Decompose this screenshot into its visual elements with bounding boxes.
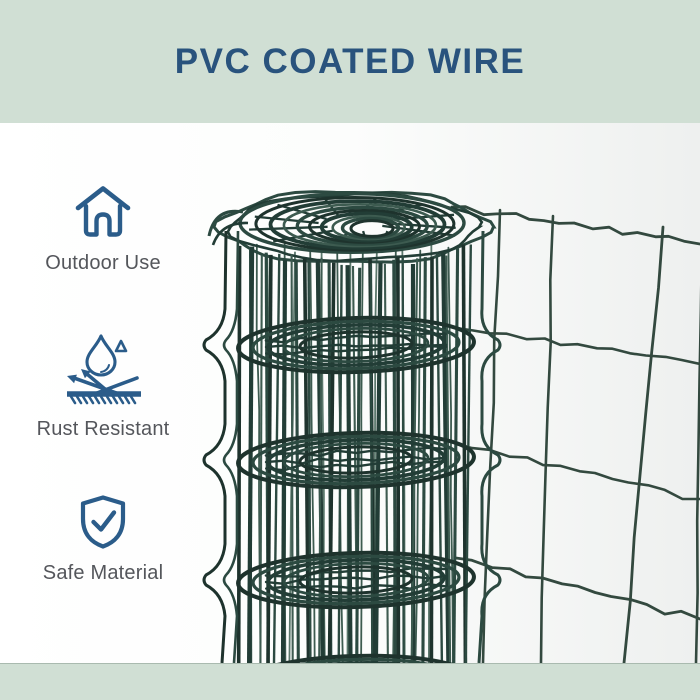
shield-check-icon	[79, 495, 127, 549]
water-drop-repel-icon	[63, 329, 143, 405]
feature-label: Rust Resistant	[36, 418, 170, 440]
footer-banner	[0, 663, 700, 700]
house-icon	[74, 185, 132, 239]
roll-bands	[236, 315, 476, 663]
main-area: Outdoor Use	[0, 123, 700, 663]
roll-top-spiral	[207, 190, 497, 264]
feature-item-rust-resistant: Rust Resistant	[0, 329, 206, 441]
header-banner: PVC COATED WIRE	[0, 0, 700, 123]
roll-loose-wrap	[202, 230, 502, 663]
feature-item-outdoor-use: Outdoor Use	[0, 185, 206, 275]
page-title: PVC COATED WIRE	[174, 41, 526, 81]
feature-label: Outdoor Use	[45, 252, 161, 274]
mesh-panel	[450, 205, 700, 663]
product-photo	[0, 123, 700, 663]
feature-label: Safe Material	[42, 562, 164, 584]
feature-item-safe-material: Safe Material	[0, 495, 206, 585]
